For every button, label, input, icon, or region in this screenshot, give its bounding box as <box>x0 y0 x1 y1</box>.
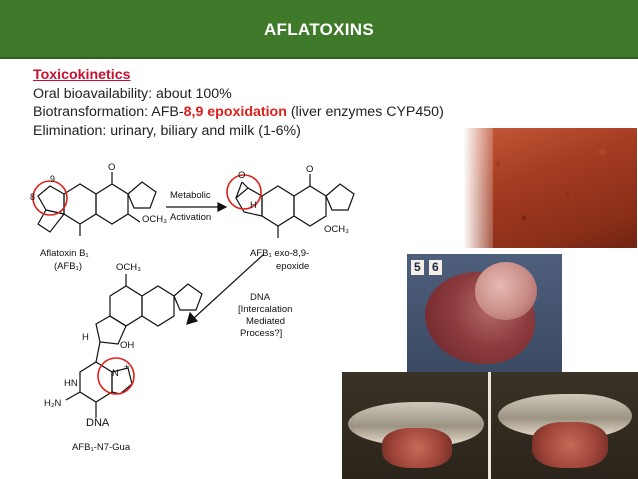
biotransformation-prefix: Biotransformation: AFB- <box>33 104 184 120</box>
metabolic-label: Metabolic <box>170 190 211 201</box>
adduct-h2n: H₂N <box>44 398 62 409</box>
activation-label: Activation <box>170 212 212 223</box>
photo-tag-5: 5 <box>411 260 424 275</box>
liver-tumor <box>475 262 537 320</box>
adduct-hn: HN <box>64 378 78 389</box>
afb1-och3: OCH₃ <box>142 214 167 225</box>
adduct-oh: OH <box>120 340 135 351</box>
liver-photo-1-highlight <box>463 128 493 248</box>
dna-arrow-label: DNA <box>250 292 271 303</box>
epoxide-o: O <box>238 170 246 181</box>
afb1-o-top: O <box>108 162 116 173</box>
epoxide-h: H <box>250 200 257 211</box>
trout-photo <box>342 372 638 479</box>
trout-left-viscera <box>382 428 452 468</box>
adduct-charge: + <box>124 362 130 373</box>
slide-title: AFLATOXINS <box>263 19 375 39</box>
liver-photo-1 <box>463 128 637 248</box>
adduct-n7: N <box>112 368 119 379</box>
epoxide-name: AFB₁ exo-8,9- <box>250 248 310 259</box>
title-bar: AFLATOXINS <box>0 0 638 59</box>
adduct-dna: DNA <box>86 417 110 429</box>
process-label: Process?] <box>240 328 283 339</box>
dna-arrow <box>193 253 265 319</box>
adduct-structure <box>65 274 203 418</box>
locant-9: 9 <box>50 174 56 184</box>
afb1-abbr: (AFB₁) <box>54 261 83 272</box>
epoxide-circle <box>226 174 262 210</box>
locant-8: 8 <box>30 192 36 202</box>
afb1-8-9-circle <box>32 180 68 216</box>
adduct-name: AFB₁-N7-Gua <box>72 442 131 453</box>
toxicokinetics-text: Toxicokinetics Oral bioavailability: abo… <box>33 66 633 140</box>
epoxide-och3: OCH₃ <box>324 224 349 235</box>
n7-guanine-circle <box>97 357 135 395</box>
elimination-line: Elimination: urinary, biliary and milk (… <box>33 122 301 139</box>
epoxide-name-2: epoxide <box>276 261 310 272</box>
bioavailability-line: Oral bioavailability: about 100% <box>33 85 232 102</box>
biotransformation-suffix: (liver enzymes CYP450) <box>286 104 444 120</box>
diagram-structures <box>32 172 355 418</box>
aflatoxin-metabolism-diagram: 8 9 O OCH₃ Aflatoxin B₁ (AFB₁) Metabolic… <box>24 162 379 472</box>
afb1-name: Aflatoxin B₁ <box>40 248 89 259</box>
biotransformation-line: Biotransformation: AFB-8,9 epoxidation (… <box>33 103 633 122</box>
title-bar-underline <box>0 57 638 59</box>
section-heading: Toxicokinetics <box>33 67 131 83</box>
adduct-och3: OCH₃ <box>116 262 141 273</box>
epoxide-structure <box>235 174 355 238</box>
afb1-structure <box>37 172 157 236</box>
photo-tag-6: 6 <box>429 260 442 275</box>
adduct-h: H <box>82 332 89 343</box>
intercalation-label: [Intercalation <box>238 304 293 315</box>
epoxide-o-top: O <box>306 164 314 175</box>
epoxidation-highlight: 8,9 epoxidation <box>183 104 287 120</box>
mediated-label: Mediated <box>246 316 286 327</box>
trout-right-viscera <box>532 422 608 468</box>
photo-divider <box>488 372 491 479</box>
liver-tumor-photo: 5 6 <box>407 254 562 372</box>
